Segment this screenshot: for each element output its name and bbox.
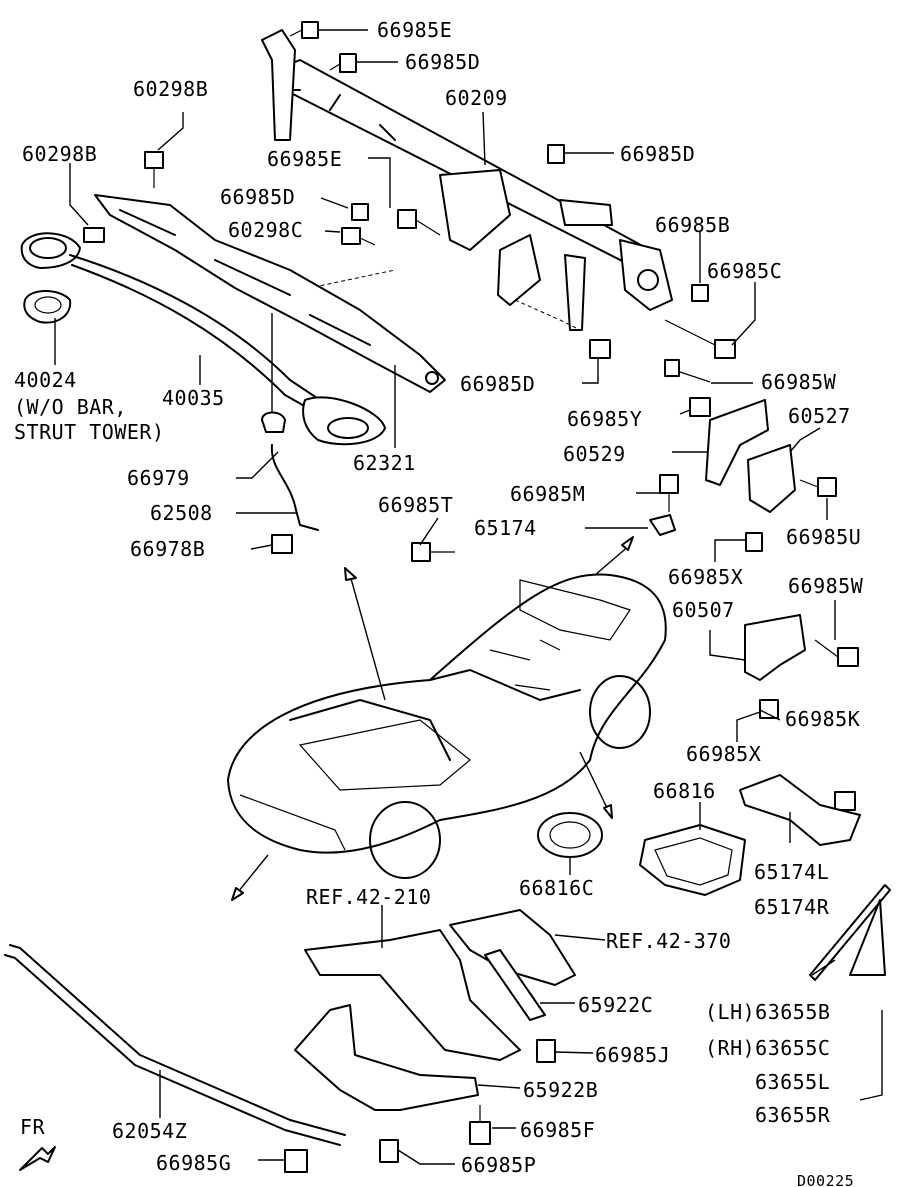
bracket-60529 xyxy=(705,399,769,486)
label-60529: 60529 xyxy=(563,442,626,466)
label-66985W-b: 66985W xyxy=(788,574,864,598)
label-66985D-top: 66985D xyxy=(405,50,481,74)
label-66816C: 66816C xyxy=(519,876,595,900)
molding-63655C xyxy=(849,899,886,976)
label-66985D-left: 66985D xyxy=(220,185,296,209)
label-60527: 60527 xyxy=(788,404,851,428)
label-66985C: 66985C xyxy=(707,259,783,283)
label-66978B: 66978B xyxy=(130,537,206,561)
strut-tower-bar-40035 xyxy=(20,232,386,446)
label-40035: 40035 xyxy=(162,386,225,410)
steering-support-member-60209 xyxy=(261,29,673,331)
label-66985U: 66985U xyxy=(786,525,862,549)
front-arrow-icon xyxy=(19,1146,56,1171)
cover-66816 xyxy=(639,824,746,896)
label-66985P: 66985P xyxy=(461,1153,537,1177)
label-40024: 40024 xyxy=(14,368,77,392)
vehicle-outline xyxy=(227,573,667,879)
label-63655C: (RH)63655C xyxy=(705,1036,831,1060)
label-65174R: 65174R xyxy=(754,895,830,919)
label-66816: 66816 xyxy=(653,779,716,803)
diagram-code: D00225 xyxy=(797,1172,855,1187)
label-62321: 62321 xyxy=(353,451,416,475)
front-indicator-label: FR xyxy=(20,1115,46,1139)
molding-63655B xyxy=(809,884,891,981)
label-60298B-b: 60298B xyxy=(22,142,98,166)
label-66985D-right: 66985D xyxy=(620,142,696,166)
label-66979: 66979 xyxy=(127,466,190,490)
label-63655L: 63655L xyxy=(755,1070,831,1094)
fasteners xyxy=(83,21,859,1173)
label-66985T: 66985T xyxy=(378,493,454,517)
label-65922C: 65922C xyxy=(578,993,654,1017)
label-60298C: 60298C xyxy=(228,218,304,242)
label-60209: 60209 xyxy=(445,86,508,110)
label-66985X-a: 66985X xyxy=(668,565,744,589)
under-cover-ref42-210 xyxy=(304,929,521,1061)
label-63655R: 63655R xyxy=(755,1103,831,1127)
label-60298B-a: 60298B xyxy=(133,77,209,101)
label-66985M: 66985M xyxy=(510,482,586,506)
rod-62508 xyxy=(270,444,319,531)
member-65922B xyxy=(294,1004,479,1111)
label-62054Z: 62054Z xyxy=(112,1119,188,1143)
label-66985E-mid: 66985E xyxy=(267,147,343,171)
label-66985B: 66985B xyxy=(655,213,731,237)
label-66985J: 66985J xyxy=(595,1043,671,1067)
label-65922B: 65922B xyxy=(523,1078,599,1102)
cover-65174L-R xyxy=(739,774,861,846)
label-60507: 60507 xyxy=(672,598,735,622)
label-66985W-a: 66985W xyxy=(761,370,837,394)
label-63655B: (LH)63655B xyxy=(705,1000,831,1024)
label-66985Y: 66985Y xyxy=(567,407,643,431)
label-ref-42-370: REF.42-370 xyxy=(606,929,732,953)
label-66985X-b: 66985X xyxy=(686,742,762,766)
member-62321 xyxy=(94,194,446,393)
label-62508: 62508 xyxy=(150,501,213,525)
plate-40024 xyxy=(23,290,72,324)
bracket-60527 xyxy=(747,444,796,513)
clip-65174 xyxy=(649,514,676,536)
bracket-60507 xyxy=(744,614,806,681)
direction-arrows xyxy=(231,536,634,901)
label-66985F: 66985F xyxy=(520,1118,596,1142)
label-ref-42-210: REF.42-210 xyxy=(306,885,432,909)
label-65174L: 65174L xyxy=(754,860,830,884)
label-66985D-low: 66985D xyxy=(460,372,536,396)
label-40035-note: (W/O BAR, STRUT TOWER) xyxy=(14,395,165,444)
label-65174: 65174 xyxy=(474,516,537,540)
bracket-65922C xyxy=(484,949,546,1021)
under-cover-ref42-370 xyxy=(449,909,576,986)
cap-66816C xyxy=(537,812,603,858)
label-66985G: 66985G xyxy=(156,1151,232,1175)
pipe-62054Z xyxy=(9,944,346,1136)
label-66985K: 66985K xyxy=(785,707,861,731)
grommet-66979 xyxy=(261,411,286,433)
label-66985E-top: 66985E xyxy=(377,18,453,42)
leader-lines xyxy=(54,29,883,1165)
